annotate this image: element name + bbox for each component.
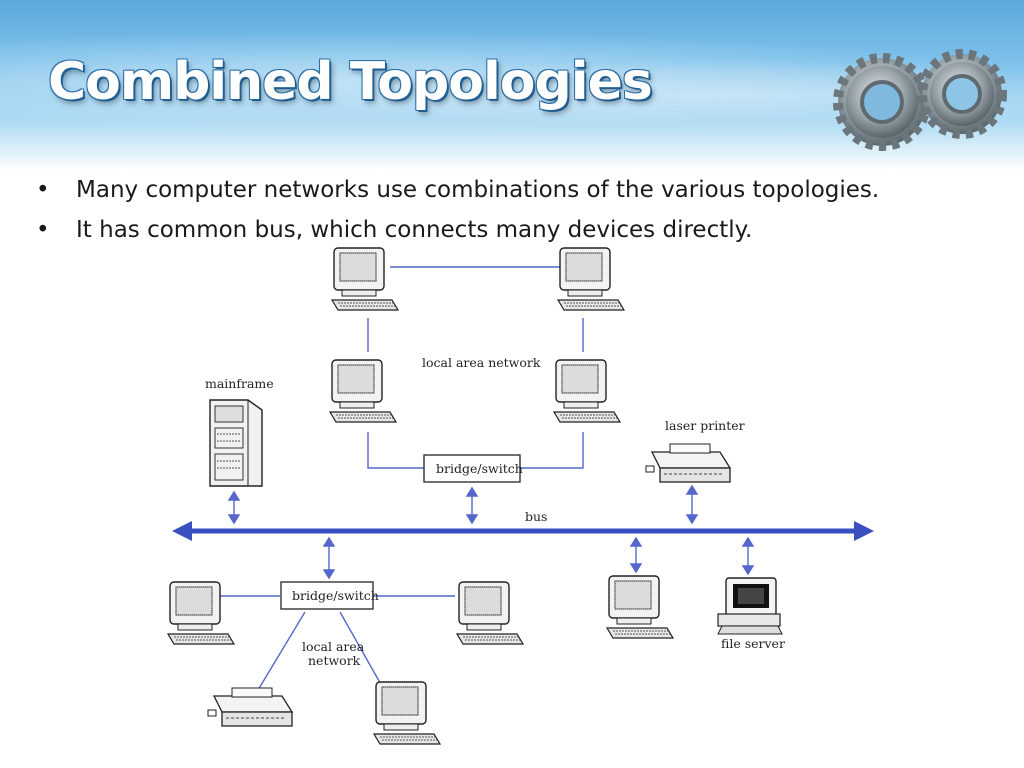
mainframe-label: mainframe	[205, 376, 274, 391]
bullet-list: • Many computer networks use combinations…	[30, 170, 1010, 250]
network-links	[218, 266, 584, 691]
bridge-switch-top	[423, 454, 521, 483]
slide-header: Combined Topologies	[0, 0, 1024, 170]
bullet-text: Many computer networks use combinations …	[76, 177, 880, 203]
printer-icon	[207, 687, 293, 727]
gear-icon	[833, 53, 931, 151]
file-server-icon	[717, 577, 783, 635]
bridge-switch-bottom-label: bridge/switch	[292, 588, 379, 603]
gear-icon	[917, 49, 1007, 139]
bullet-dot: •	[36, 177, 50, 203]
bullet-text: It has common bus, which connects many d…	[76, 217, 753, 243]
bullet-item: • Many computer networks use combinations…	[30, 170, 1010, 210]
bridge-switch-bottom	[280, 581, 374, 610]
file-server-label: file server	[721, 636, 785, 651]
computer-icon	[331, 247, 399, 311]
computer-icon	[373, 681, 441, 745]
computer-icon	[329, 359, 397, 423]
computer-icon	[553, 359, 621, 423]
lan-bottom-label-line1: local area	[302, 639, 365, 654]
bridge-switch-top-label: bridge/switch	[436, 461, 523, 476]
bullet-item: • It has common bus, which connects many …	[30, 210, 1010, 250]
mainframe-icon	[209, 399, 263, 487]
bullet-dot: •	[36, 217, 50, 243]
network-diagram: local area network mainframe laser print…	[167, 247, 874, 745]
bus-line	[172, 521, 874, 541]
printer-icon	[645, 443, 731, 483]
gears-icon	[833, 49, 1007, 151]
bus-connectors	[227, 484, 755, 580]
computer-icon	[557, 247, 625, 311]
lan-bottom-label-line2: network	[308, 653, 361, 668]
slide-title: Combined Topologies	[48, 52, 653, 112]
computer-icon	[167, 581, 235, 645]
computer-icon	[456, 581, 524, 645]
computer-icon	[606, 575, 674, 639]
bus-label: bus	[525, 509, 547, 524]
lan-top-label: local area network	[422, 355, 541, 370]
laser-printer-label: laser printer	[665, 418, 745, 433]
